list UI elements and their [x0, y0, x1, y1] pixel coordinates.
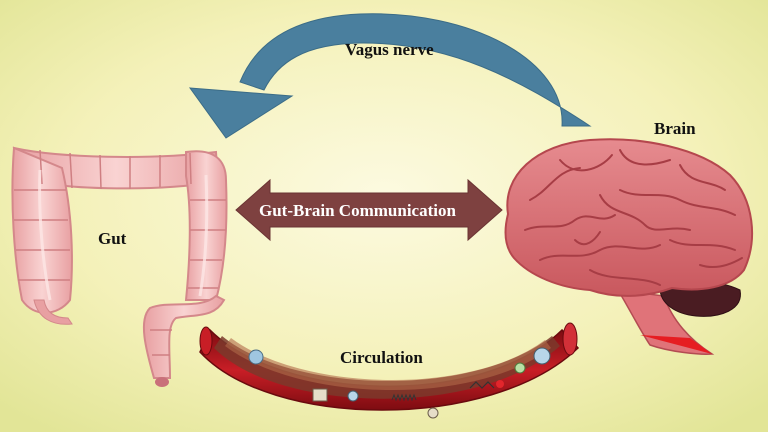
molecule-icon	[312, 388, 328, 402]
gut-illustration	[11, 146, 228, 387]
blood-cell-icon	[248, 349, 264, 365]
brain-illustration	[504, 138, 754, 355]
molecule-icon	[427, 407, 439, 419]
brain-label: Brain	[654, 119, 696, 138]
gut-brain-communication-label: Gut-Brain Communication	[259, 201, 456, 220]
receptor-strand-icon	[391, 393, 417, 402]
vagus-arrowhead-icon	[188, 87, 294, 139]
vagus-nerve-label: Vagus nerve	[345, 40, 434, 59]
peptide-icon	[469, 381, 495, 389]
molecule-icon	[514, 362, 526, 374]
red-cell-icon	[496, 380, 504, 388]
communication-double-arrow	[235, 178, 503, 242]
circulation-label: Circulation	[340, 348, 423, 367]
blood-cell-icon	[533, 347, 551, 365]
gut-label: Gut	[98, 229, 127, 248]
blood-vessel-illustration	[199, 322, 580, 419]
blood-cell-icon	[347, 390, 359, 402]
vagus-nerve-arrow	[188, 13, 592, 139]
